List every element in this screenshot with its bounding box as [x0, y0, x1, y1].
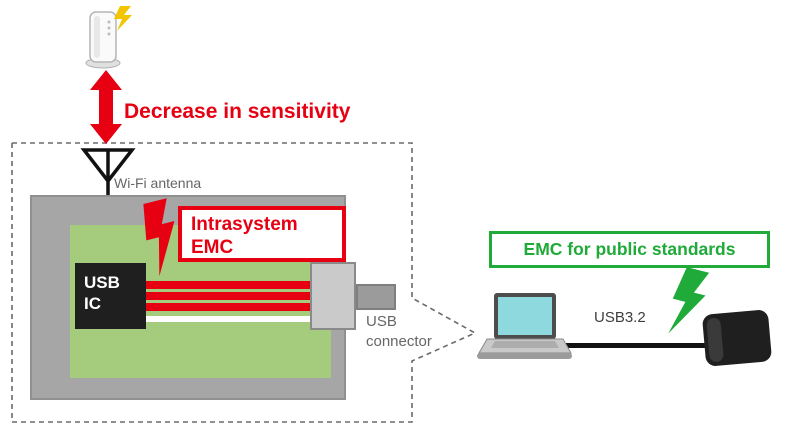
usb-ic-label-line1: USB — [84, 273, 120, 292]
external-drive-icon — [702, 310, 772, 366]
usb-connector — [310, 262, 356, 330]
wifi-antenna-icon — [80, 148, 136, 197]
intrasystem-label-line1: Intrasystem — [191, 214, 298, 235]
usb-trace-red — [140, 292, 318, 300]
usb-trace-white — [140, 316, 318, 322]
wifi-antenna-label: Wi-Fi antenna — [114, 175, 202, 191]
usb-ic-chip: USB IC — [75, 263, 146, 329]
usb-connector-label-line1: USB — [366, 313, 397, 330]
lightning-bolt-red-icon — [143, 198, 175, 276]
interference-arrow-icon — [90, 70, 122, 144]
emc-public-standards-box: EMC for public standards — [489, 231, 770, 268]
usb-ic-label-line2: IC — [84, 293, 101, 313]
usb-connector-label-line2: connector — [366, 332, 432, 350]
usb-connector-label: USB connector — [366, 312, 432, 351]
decrease-sensitivity-label: Decrease in sensitivity — [124, 100, 351, 123]
lightning-bolt-green-icon — [668, 268, 710, 334]
usb-cable — [564, 343, 716, 348]
laptop-icon — [477, 293, 572, 359]
intrasystem-label-line2: EMC — [191, 237, 234, 259]
router-icon — [85, 6, 132, 69]
usb-trace-red — [140, 281, 318, 289]
usb-plug — [356, 284, 396, 310]
intrasystem-emc-box: Intrasystem EMC — [178, 206, 346, 262]
usb32-label: USB3.2 — [594, 309, 646, 326]
emc-public-standards-label: EMC for public standards — [523, 239, 736, 259]
device-callout-outline — [11, 142, 477, 423]
usb-trace-red — [140, 303, 318, 311]
